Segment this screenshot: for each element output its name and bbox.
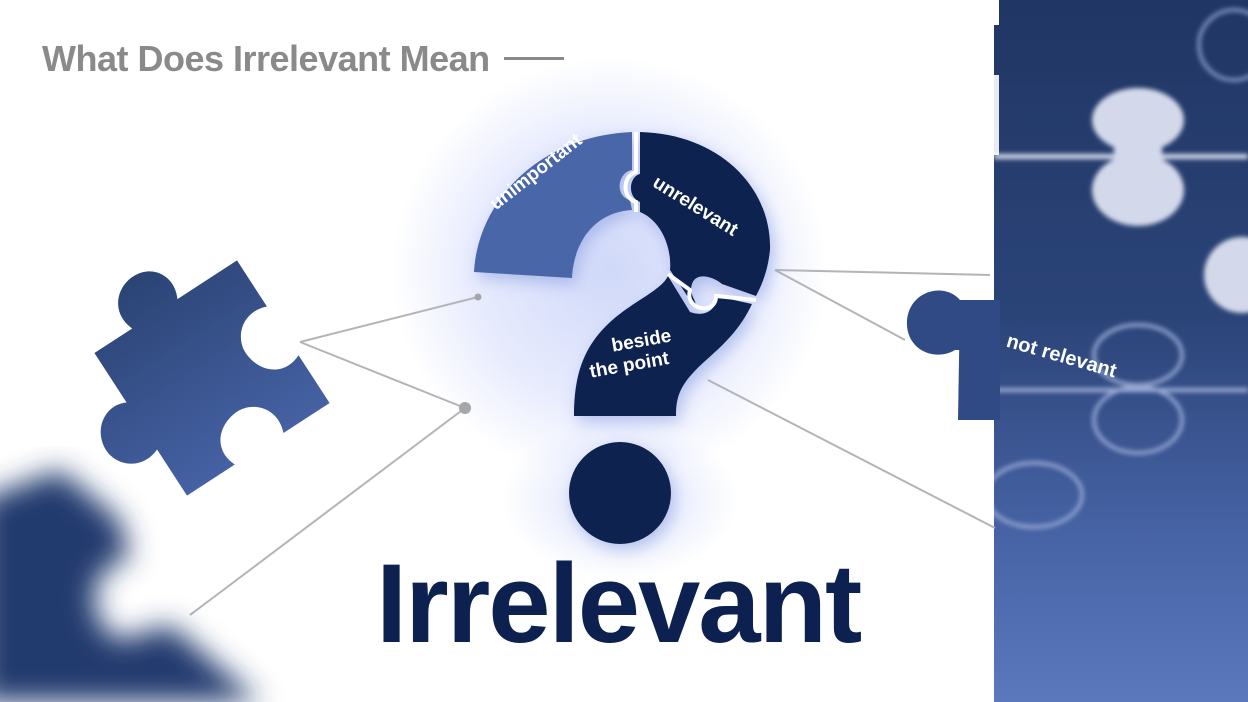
connector-lines [189,269,996,616]
slide-title-text: What Does Irrelevant Mean [42,38,490,79]
question-piece-beside-the-point [574,276,752,416]
right-puzzle-panel [994,0,1248,702]
headline-word: Irrelevant [376,541,862,666]
connector-dot [459,402,471,414]
connector-dot [474,293,482,301]
left-puzzle-piece [94,260,330,496]
question-piece-unrelevant [630,132,771,306]
question-mark-dot [569,442,671,544]
question-piece-unimportant [474,132,632,278]
slide-title: What Does Irrelevant Mean [42,38,564,80]
puzzle-pattern-icon [994,0,1248,529]
blurred-puzzle-piece [0,470,260,702]
title-dash [503,56,564,60]
